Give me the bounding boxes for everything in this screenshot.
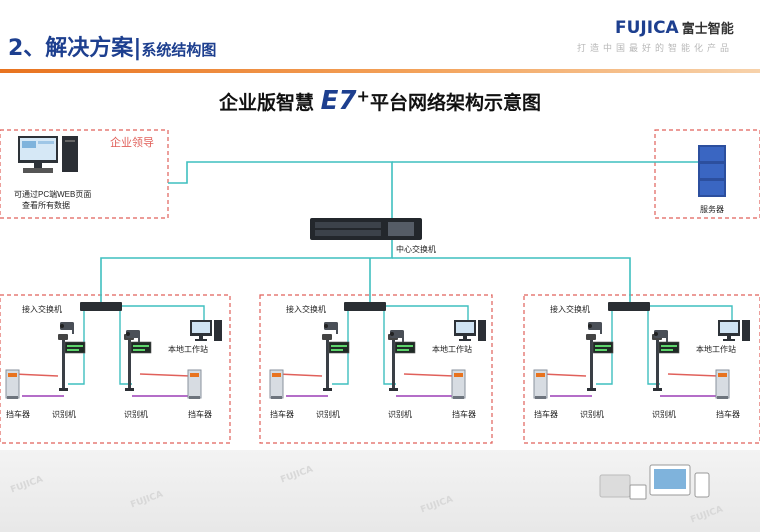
barrier-label: 挡车器 (534, 409, 558, 419)
barrier-label: 挡车器 (6, 409, 30, 419)
access-switch-icon (344, 302, 386, 311)
page-subtitle: 系统结构图 (141, 41, 217, 59)
access-switch-label: 接入交换机 (286, 304, 326, 314)
recognizer-label: 识别机 (52, 409, 76, 419)
diagram-title-right: 平台网络架构示意图 (369, 92, 541, 114)
page-title: 2、解决方案|系统结构图 (8, 30, 216, 62)
workstation-label: 本地工作站 (168, 344, 208, 354)
site-2 (269, 302, 486, 400)
access-switch-label: 接入交换机 (550, 304, 590, 314)
barrier-label: 挡车器 (270, 409, 294, 419)
site-box-1 (0, 294, 231, 444)
recognizer-label: 识别机 (652, 409, 676, 419)
diagram-title: 企业版智慧 E7+平台网络架构示意图 (0, 86, 760, 116)
barrier-label: 挡车器 (188, 409, 212, 419)
site-1 (5, 302, 222, 400)
brand-logo-en: FUJICA (615, 18, 679, 38)
site-box-3 (523, 294, 760, 444)
access-switch-icon (608, 302, 650, 311)
device-collage-icon (599, 464, 710, 500)
recognizer-label: 识别机 (388, 409, 412, 419)
page-title-main: 2、解决方案 (8, 36, 134, 61)
site-box-2 (259, 294, 493, 444)
barrier-label: 挡车器 (452, 409, 476, 419)
recognizer-label: 识别机 (316, 409, 340, 419)
center-switch (310, 218, 422, 240)
access-switch-label: 接入交换机 (22, 304, 62, 314)
barrier-label: 挡车器 (716, 409, 740, 419)
recognizer-label: 识别机 (580, 409, 604, 419)
recognizer-label: 识别机 (124, 409, 148, 419)
server-label: 服务器 (700, 204, 724, 214)
workstation-label: 本地工作站 (696, 344, 736, 354)
brand-logo-cn: 富士智能 (681, 22, 734, 37)
workstation-label: 本地工作站 (432, 344, 472, 354)
header-divider-bar (0, 69, 760, 73)
diagram-title-plus: + (356, 86, 370, 106)
diagram-title-e7: E7 (320, 86, 357, 116)
access-switch-icon (80, 302, 122, 311)
leader-caption-1: 可通过PC端WEB页面 (14, 189, 91, 199)
site-3 (533, 302, 750, 400)
leader-caption-2: 查看所有数据 (22, 200, 70, 210)
leader-label: 企业领导 (110, 135, 154, 149)
leader-pc-icon (18, 136, 78, 173)
server-icon (698, 145, 726, 197)
title-divider: | (133, 36, 142, 61)
server-box (654, 129, 760, 219)
diagram-title-left: 企业版智慧 (219, 92, 315, 114)
center-switch-label: 中心交换机 (396, 244, 436, 254)
leader-box (0, 129, 169, 219)
brand-slogan: 打造中国最好的智能化产品 (577, 44, 734, 54)
